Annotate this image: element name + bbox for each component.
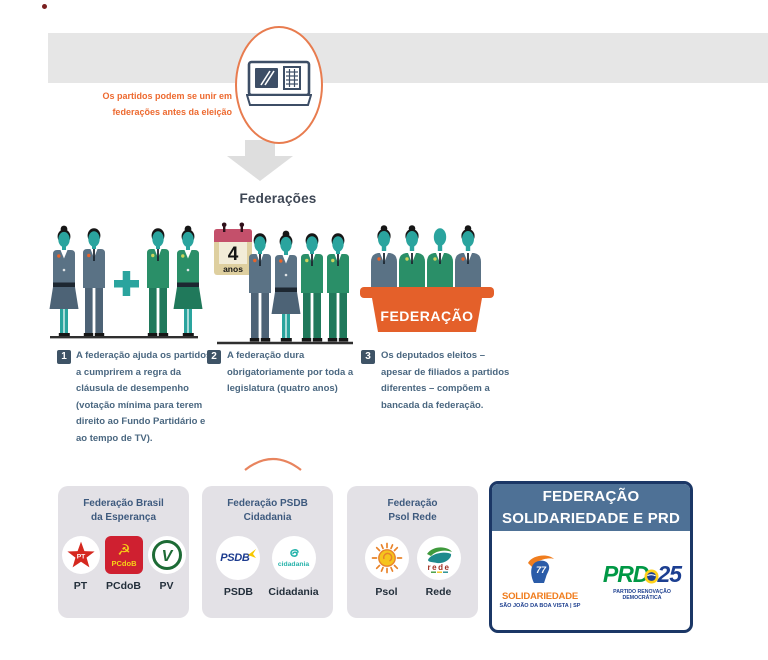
pv-logo-icon: V <box>147 536 186 574</box>
party-cidadania: cidadania Cidadania <box>268 536 319 598</box>
party-label: PT <box>73 580 88 592</box>
step-3-text: Os deputados eleitos – apesar de filiado… <box>381 350 510 411</box>
brazil-flag-icon <box>644 569 659 583</box>
party-label: PCdoB <box>106 580 141 592</box>
ballot-box-badge <box>235 26 323 144</box>
deputy-woman-green <box>399 225 425 290</box>
card-title-line1: Federação <box>387 498 438 509</box>
party-psol: Psol <box>364 536 409 598</box>
psdb-logo-icon: PSDB <box>216 536 261 580</box>
step-3-badge: 3 <box>361 350 375 364</box>
person-man-green <box>327 233 349 342</box>
deputy-woman-blue <box>455 225 481 290</box>
banner-caption-line1: Os partidos podem se unir em <box>102 91 232 101</box>
calendar-icon: 4 anos <box>214 222 252 275</box>
orange-arc-decoration <box>244 458 302 471</box>
deputy-man-green <box>427 228 453 290</box>
svg-text:☭: ☭ <box>117 542 130 559</box>
prd-logo: PRD 25 <box>595 561 689 588</box>
party-pcdob: ☭ PCdoB PCdoB <box>104 536 143 592</box>
svg-text:PT: PT <box>76 554 85 561</box>
svg-text:rede: rede <box>427 563 450 572</box>
card-title-line1: Federação Brasil <box>83 498 164 509</box>
person-woman-green <box>173 225 203 337</box>
party-psdb: PSDB PSDB <box>216 536 261 598</box>
svg-text:PCdoB: PCdoB <box>111 559 137 568</box>
decorative-dot <box>42 4 47 9</box>
step-1-badge: 1 <box>57 350 71 364</box>
pt-logo-icon: PT <box>61 536 100 574</box>
scene-four-years: 4 anos <box>214 222 353 345</box>
card-title: Federação PSDB Cidadania <box>202 497 333 524</box>
party-label: Rede <box>425 586 452 598</box>
deputy-woman-blue <box>371 225 397 290</box>
step-2-text: A federação dura obrigatoriamente por to… <box>227 350 354 394</box>
banner-caption: Os partidos podem se unir em federações … <box>80 88 232 120</box>
card-federacao-brasil-esperanca: Federação Brasil da Esperança PT PT ☭ PC… <box>58 486 189 618</box>
svg-text:77: 77 <box>536 565 547 575</box>
svg-text:V: V <box>161 548 173 565</box>
pcdob-logo-icon: ☭ PCdoB <box>104 536 143 574</box>
scene-federation-desk: FEDERAÇÃO <box>360 225 494 332</box>
solidariedade-logo-block: 77 SOLIDARIEDADE SÃO JOÃO DA BOA VISTA |… <box>493 553 587 609</box>
person-man-blue <box>249 233 271 342</box>
party-logo-row: Psol rede Rede <box>347 536 478 598</box>
calendar-number: 4 <box>228 244 239 265</box>
party-label: Psol <box>375 586 398 598</box>
party-pt: PT PT <box>61 536 100 592</box>
person-man-blue <box>83 228 105 337</box>
top-banner-bar <box>48 33 768 83</box>
party-label: PSDB <box>223 586 253 598</box>
card4-header-line2: SOLIDARIEDADE E PRD <box>502 509 680 527</box>
psol-sun-logo-icon <box>364 536 409 580</box>
cidadania-logo-icon: cidadania <box>271 536 316 580</box>
card-title: Federação Brasil da Esperança <box>58 497 189 524</box>
prd-logo-block: PRD 25 PARTIDO RENOVAÇÃO DEMOCRÁTICA <box>595 561 689 601</box>
step-2-badge: 2 <box>207 350 221 364</box>
solidariedade-fist-icon: 77 <box>528 555 554 583</box>
scene-parties-joining <box>49 225 203 339</box>
party-label: Cidadania <box>268 586 319 598</box>
down-arrow-icon <box>227 156 293 181</box>
card-federacao-solidariedade-prd: FEDERAÇÃO SOLIDARIEDADE E PRD 77 SOLIDAR… <box>489 481 693 633</box>
party-rede: rede Rede <box>416 536 461 598</box>
solidariedade-name: SOLIDARIEDADE <box>501 590 579 602</box>
card-title-line2: Cidadania <box>243 511 292 523</box>
banner-caption-line2: federações antes da eleição <box>112 107 232 117</box>
prd-number: 25 <box>657 560 682 587</box>
person-man-green <box>147 228 169 337</box>
calendar-unit: anos <box>223 264 243 274</box>
federation-desk: FEDERAÇÃO <box>360 287 494 332</box>
party-logo-row: PSDB PSDB cidadania Cidadania <box>202 536 333 598</box>
down-arrow-shaft <box>245 140 275 157</box>
section-title: Federações <box>239 191 317 206</box>
card4-header-line1: FEDERAÇÃO <box>542 488 640 505</box>
rede-logo-icon: rede <box>416 536 461 580</box>
party-label: PV <box>159 580 174 592</box>
person-woman-blue <box>271 230 301 342</box>
step-1-text: A federação ajuda os partidos a cumprire… <box>76 350 212 444</box>
card-title-line2: da Esperança <box>90 511 157 523</box>
card4-header: FEDERAÇÃO SOLIDARIEDADE E PRD <box>492 484 690 531</box>
voting-machine-icon <box>246 60 312 106</box>
card-title-line2: Psol Rede <box>388 511 437 523</box>
card-title-line1: Federação PSDB <box>227 498 308 509</box>
prd-subtitle: PARTIDO RENOVAÇÃO DEMOCRÁTICA <box>613 588 671 601</box>
card-federacao-psol-rede: Federação Psol Rede <box>347 486 478 618</box>
party-logo-row: PT PT ☭ PCdoB PCdoB V <box>58 536 189 592</box>
plus-icon <box>114 271 139 296</box>
card4-body: 77 SOLIDARIEDADE SÃO JOÃO DA BOA VISTA |… <box>492 531 690 630</box>
party-pv: V PV <box>147 536 186 592</box>
card-title: Federação Psol Rede <box>347 497 478 524</box>
person-man-green <box>301 233 323 342</box>
prd-name: PRD <box>602 560 650 587</box>
person-woman-blue <box>49 225 79 337</box>
desk-label: FEDERAÇÃO <box>380 307 473 324</box>
card-federacao-psdb-cidadania: Federação PSDB Cidadania PSDB PSDB cid <box>202 486 333 618</box>
solidariedade-subtitle: SÃO JOÃO DA BOA VISTA | SP <box>499 602 581 609</box>
